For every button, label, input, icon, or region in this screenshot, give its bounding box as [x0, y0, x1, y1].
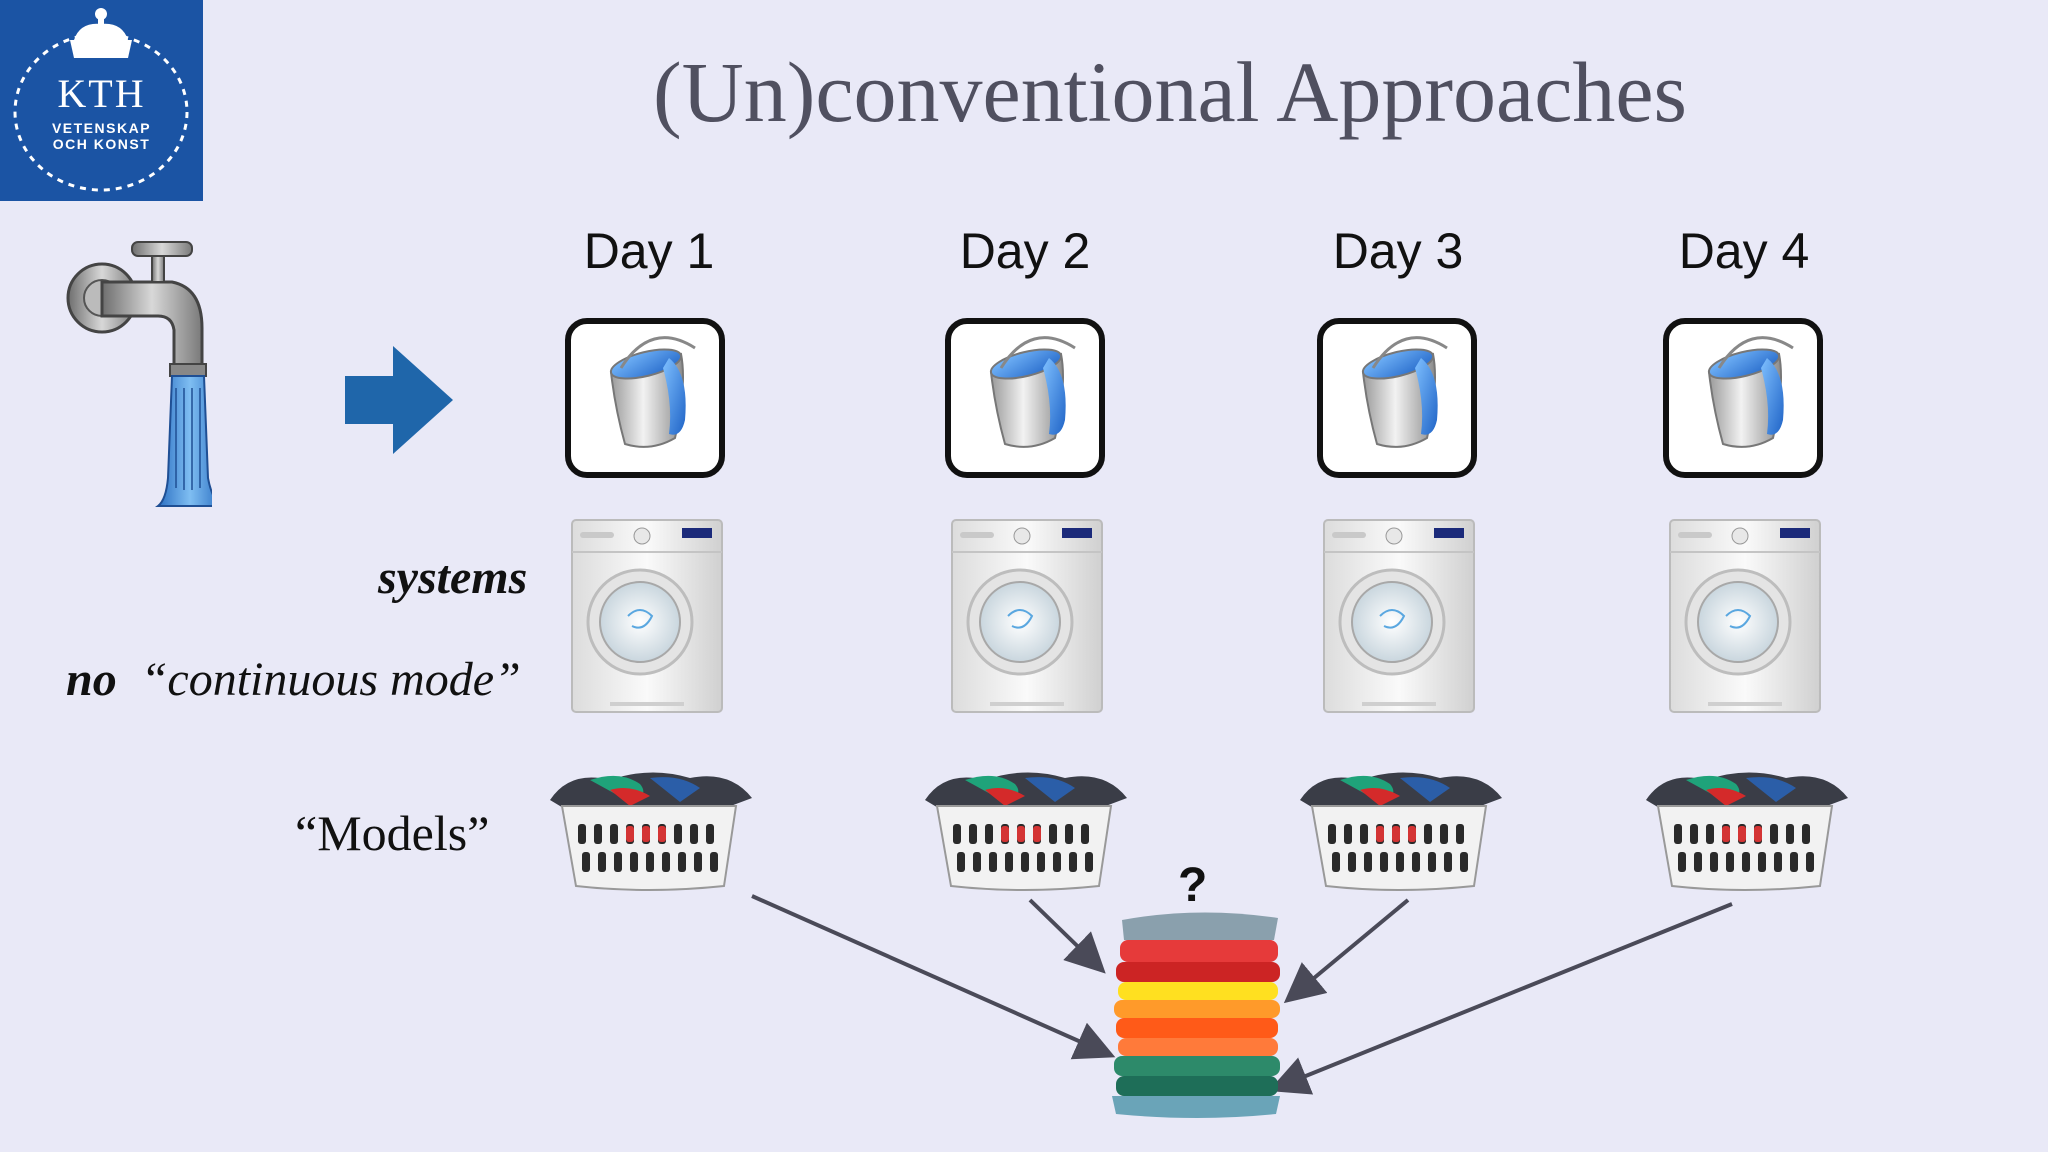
logo-title: KTH [57, 71, 146, 116]
day-label-1: Day 1 [583, 223, 715, 279]
question-mark: ? [1178, 859, 1208, 912]
kth-logo: KTH VETENSKAP OCH KONST [0, 0, 203, 201]
day-label-2: Day 2 [959, 223, 1091, 279]
folded-clothes-stack-icon [1108, 910, 1288, 1120]
water-bucket-icon [1317, 318, 1477, 478]
logo-line-2: OCH KONST [52, 136, 151, 152]
arrow-day-2 [1028, 898, 1106, 974]
water-bucket-icon [565, 318, 725, 478]
day-label-3: Day 3 [1332, 223, 1464, 279]
washing-machine-icon [950, 518, 1104, 714]
laundry-basket-icon [1290, 770, 1505, 892]
washing-machine-icon [570, 518, 724, 714]
arrow-day-1 [751, 894, 1116, 1060]
laundry-basket-icon [915, 770, 1130, 892]
continuous-mode-text: “continuous mode” [140, 653, 521, 706]
washing-machine-icon [1322, 518, 1476, 714]
systems-label: systems [378, 551, 528, 604]
washing-machine-icon [1668, 518, 1822, 714]
arrow-day-3 [1283, 898, 1410, 1004]
logo-line-1: VETENSKAP [51, 120, 152, 136]
day-label-4: Day 4 [1678, 223, 1810, 279]
water-bucket-icon [1663, 318, 1823, 478]
laundry-basket-icon [1636, 770, 1851, 892]
water-bucket-icon [945, 318, 1105, 478]
arrow-day-4 [1268, 902, 1733, 1095]
slide-title: (Un)conventional Approaches [652, 44, 1688, 140]
faucet-icon [62, 238, 226, 510]
laundry-basket-icon [540, 770, 755, 892]
continuous-mode-label: no “continuous mode” [66, 652, 521, 707]
right-arrow-icon [345, 346, 455, 454]
models-label: “Models” [295, 805, 490, 861]
no-label: no [66, 653, 117, 706]
